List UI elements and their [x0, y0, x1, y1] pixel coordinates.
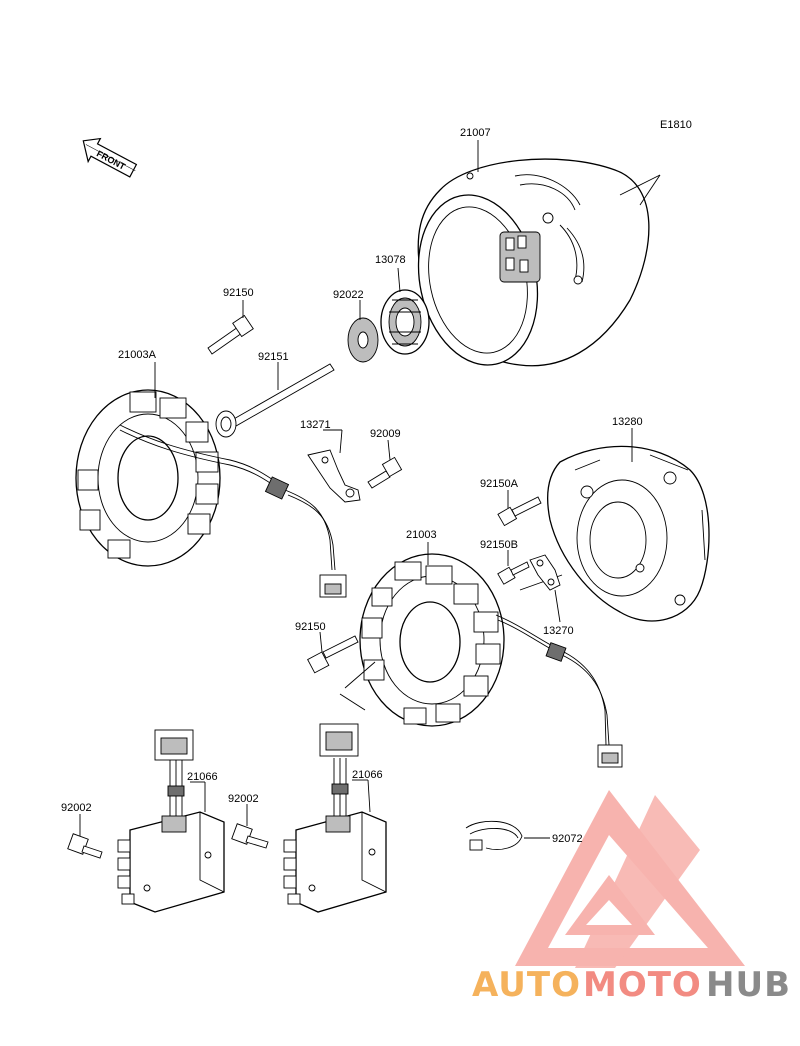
flywheel-rotor	[417, 158, 661, 367]
washer	[347, 317, 379, 363]
label-13271: 13271	[300, 419, 331, 431]
leader-13270	[554, 589, 561, 623]
label-92009: 92009	[370, 428, 401, 440]
flywheel-hub	[499, 231, 541, 283]
label-13280: 13280	[612, 416, 643, 428]
watermark-auto: AUTO	[472, 965, 581, 1005]
regulator-left	[117, 729, 225, 913]
label-21003a: 21003A	[118, 349, 157, 361]
label-13078: 13078	[375, 254, 406, 266]
leader-92009	[387, 439, 391, 461]
bolt-92002-right	[231, 823, 269, 849]
label-21007: 21007	[460, 127, 491, 139]
plate-13271	[307, 449, 361, 503]
label-13270: 13270	[543, 625, 574, 637]
starter-gear	[380, 289, 430, 355]
stator-center	[339, 553, 623, 768]
label-92150a: 92150A	[480, 478, 519, 490]
bolt-upper	[207, 314, 254, 355]
label-92022: 92022	[333, 289, 364, 301]
label-92002-left: 92002	[61, 802, 92, 814]
front-arrow-icon: FRONT	[82, 137, 138, 178]
watermark-logo	[515, 790, 745, 968]
label-92072: 92072	[552, 833, 583, 845]
bolt-lower	[307, 635, 359, 674]
label-92002-right: 92002	[228, 793, 259, 805]
pickup-cover	[519, 445, 710, 622]
label-92150b: 92150B	[480, 539, 518, 551]
watermark-hub: HUB	[706, 965, 791, 1005]
leader-13078	[397, 267, 401, 293]
watermark-moto: MOTO	[583, 965, 702, 1005]
label-21066-right: 21066	[352, 769, 383, 781]
label-92151: 92151	[258, 351, 289, 363]
label-92150-upper: 92150	[223, 287, 254, 299]
bolt-92150b	[497, 561, 530, 585]
leader-92150-lower	[319, 631, 323, 653]
stator-left	[75, 389, 347, 598]
ref-code: E1810	[660, 119, 692, 131]
regulator-right	[283, 723, 387, 913]
screw-92009	[367, 456, 403, 489]
label-21066-left: 21066	[187, 771, 218, 783]
watermark-text: AUTO MOTO HUB	[472, 965, 791, 1005]
bolt-92002-left	[67, 833, 103, 859]
label-92150-lower: 92150	[295, 621, 326, 633]
long-bolt	[215, 363, 335, 438]
plate-13270	[529, 554, 561, 591]
clamp-band	[465, 820, 523, 851]
bolt-92150a	[497, 496, 542, 527]
label-21003: 21003	[406, 529, 437, 541]
